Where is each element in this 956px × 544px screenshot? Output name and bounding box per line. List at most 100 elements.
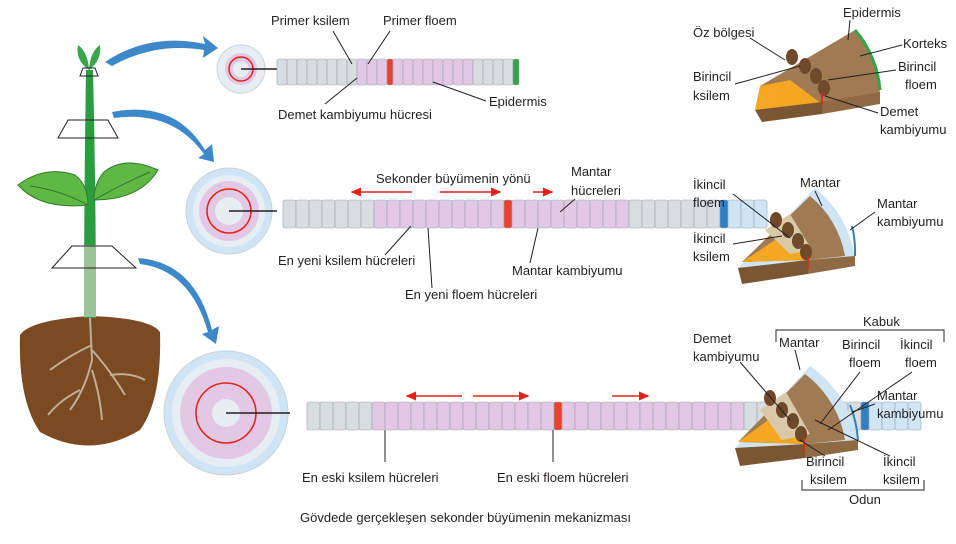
figure-caption: Gövdede gerçekleşen sekonder büyümenin m…: [300, 510, 631, 525]
cell: [574, 401, 589, 431]
cell: [615, 199, 630, 229]
w2-ikincil-floem-2: floem: [693, 195, 725, 210]
cell: [347, 199, 362, 229]
cell: [704, 401, 719, 431]
cell: [334, 199, 349, 229]
w2-ikincil-ksilem-1: İkincil: [693, 231, 726, 246]
blue-arrow-2: [112, 109, 214, 162]
cell: [626, 401, 641, 431]
w1-epidermis: Epidermis: [843, 5, 901, 20]
cell: [667, 199, 682, 229]
cell: [399, 199, 414, 229]
blue-arrows: [105, 36, 219, 344]
cell: [386, 58, 394, 86]
cell: [678, 401, 693, 431]
cell: [432, 58, 444, 86]
label-en-yeni-floem: En yeni floem hücreleri: [405, 287, 537, 302]
left-leaf: [17, 171, 89, 207]
cell: [373, 199, 388, 229]
cell: [727, 199, 742, 229]
w3-demet-2: kambiyumu: [693, 349, 759, 364]
cell: [502, 58, 514, 86]
cell: [540, 401, 555, 431]
cell: [462, 58, 474, 86]
cell: [326, 58, 338, 86]
cell: [356, 58, 368, 86]
cell: [345, 401, 360, 431]
stem-lower-woody: [84, 245, 96, 317]
cell: [691, 401, 706, 431]
cell: [477, 199, 492, 229]
cell: [346, 58, 358, 86]
cell: [740, 199, 755, 229]
w2-ikincil-ksilem-2: ksilem: [693, 249, 730, 264]
w3-demet-1: Demet: [693, 331, 732, 346]
cell: [321, 199, 336, 229]
cell: [527, 401, 542, 431]
cell: [589, 199, 604, 229]
cell: [449, 401, 464, 431]
w3-ikincil-ksilem-2: ksilem: [883, 472, 920, 487]
wedge-3: [735, 366, 859, 466]
cell: [730, 401, 745, 431]
cell: [295, 199, 310, 229]
w1-birincil-floem-1: Birincil: [898, 59, 936, 74]
cell: [464, 199, 479, 229]
label-en-eski-ksilem: En eski ksilem hücreleri: [302, 470, 439, 485]
cell: [306, 401, 321, 431]
w1-demet-2: kambiyumu: [880, 122, 946, 137]
w1-birincil-ksilem-2: ksilem: [693, 88, 730, 103]
label-mantar-hucreleri-2: hücreleri: [571, 183, 621, 198]
cell: [392, 58, 404, 86]
w2-mantar: Mantar: [800, 175, 841, 190]
cell: [639, 401, 654, 431]
cell: [422, 58, 434, 86]
cell: [482, 58, 494, 86]
cell: [410, 401, 425, 431]
cell: [492, 58, 504, 86]
w3-mantar-kambiyumu-2: kambiyumu: [877, 406, 943, 421]
label-demet-kambiyumu-hucresi: Demet kambiyumu hücresi: [278, 107, 432, 122]
section-plane-middle: [57, 119, 119, 139]
disc-large: [163, 350, 290, 476]
soil: [19, 316, 161, 446]
strip2-cells: [282, 199, 768, 229]
cell: [397, 401, 412, 431]
label-primer-ksilem: Primer ksilem: [271, 13, 350, 28]
cell: [332, 401, 347, 431]
strip1-cells: [276, 58, 520, 86]
cell: [472, 58, 484, 86]
w2-ikincil-floem-1: İkincil: [693, 177, 726, 192]
cell: [475, 401, 490, 431]
cell: [628, 199, 643, 229]
wedge-1: [755, 29, 882, 122]
roots: [47, 317, 146, 421]
cell: [563, 199, 578, 229]
cell: [438, 199, 453, 229]
label-en-eski-floem: En eski floem hücreleri: [497, 470, 629, 485]
cell: [561, 401, 576, 431]
cell: [286, 58, 298, 86]
cell: [451, 199, 466, 229]
cell: [488, 401, 503, 431]
label-en-yeni-ksilem: En yeni ksilem hücreleri: [278, 253, 415, 268]
label-mantar-kambiyumu-strip: Mantar kambiyumu: [512, 263, 623, 278]
cell: [452, 58, 464, 86]
w1-birincil-ksilem-1: Birincil: [693, 69, 731, 84]
cell: [425, 199, 440, 229]
cell: [376, 58, 388, 86]
cell: [652, 401, 667, 431]
cell: [602, 199, 617, 229]
cell: [503, 199, 513, 229]
cell: [514, 401, 529, 431]
cell: [360, 199, 375, 229]
cell: [308, 199, 323, 229]
w1-oz-bolgesi: Öz bölgesi: [693, 25, 755, 40]
cell: [587, 401, 602, 431]
blue-arrow-1: [105, 36, 218, 66]
cell: [358, 401, 373, 431]
w2-mantar-kambiyumu-1: Mantar: [877, 196, 918, 211]
cell: [907, 401, 922, 431]
cell: [306, 58, 318, 86]
